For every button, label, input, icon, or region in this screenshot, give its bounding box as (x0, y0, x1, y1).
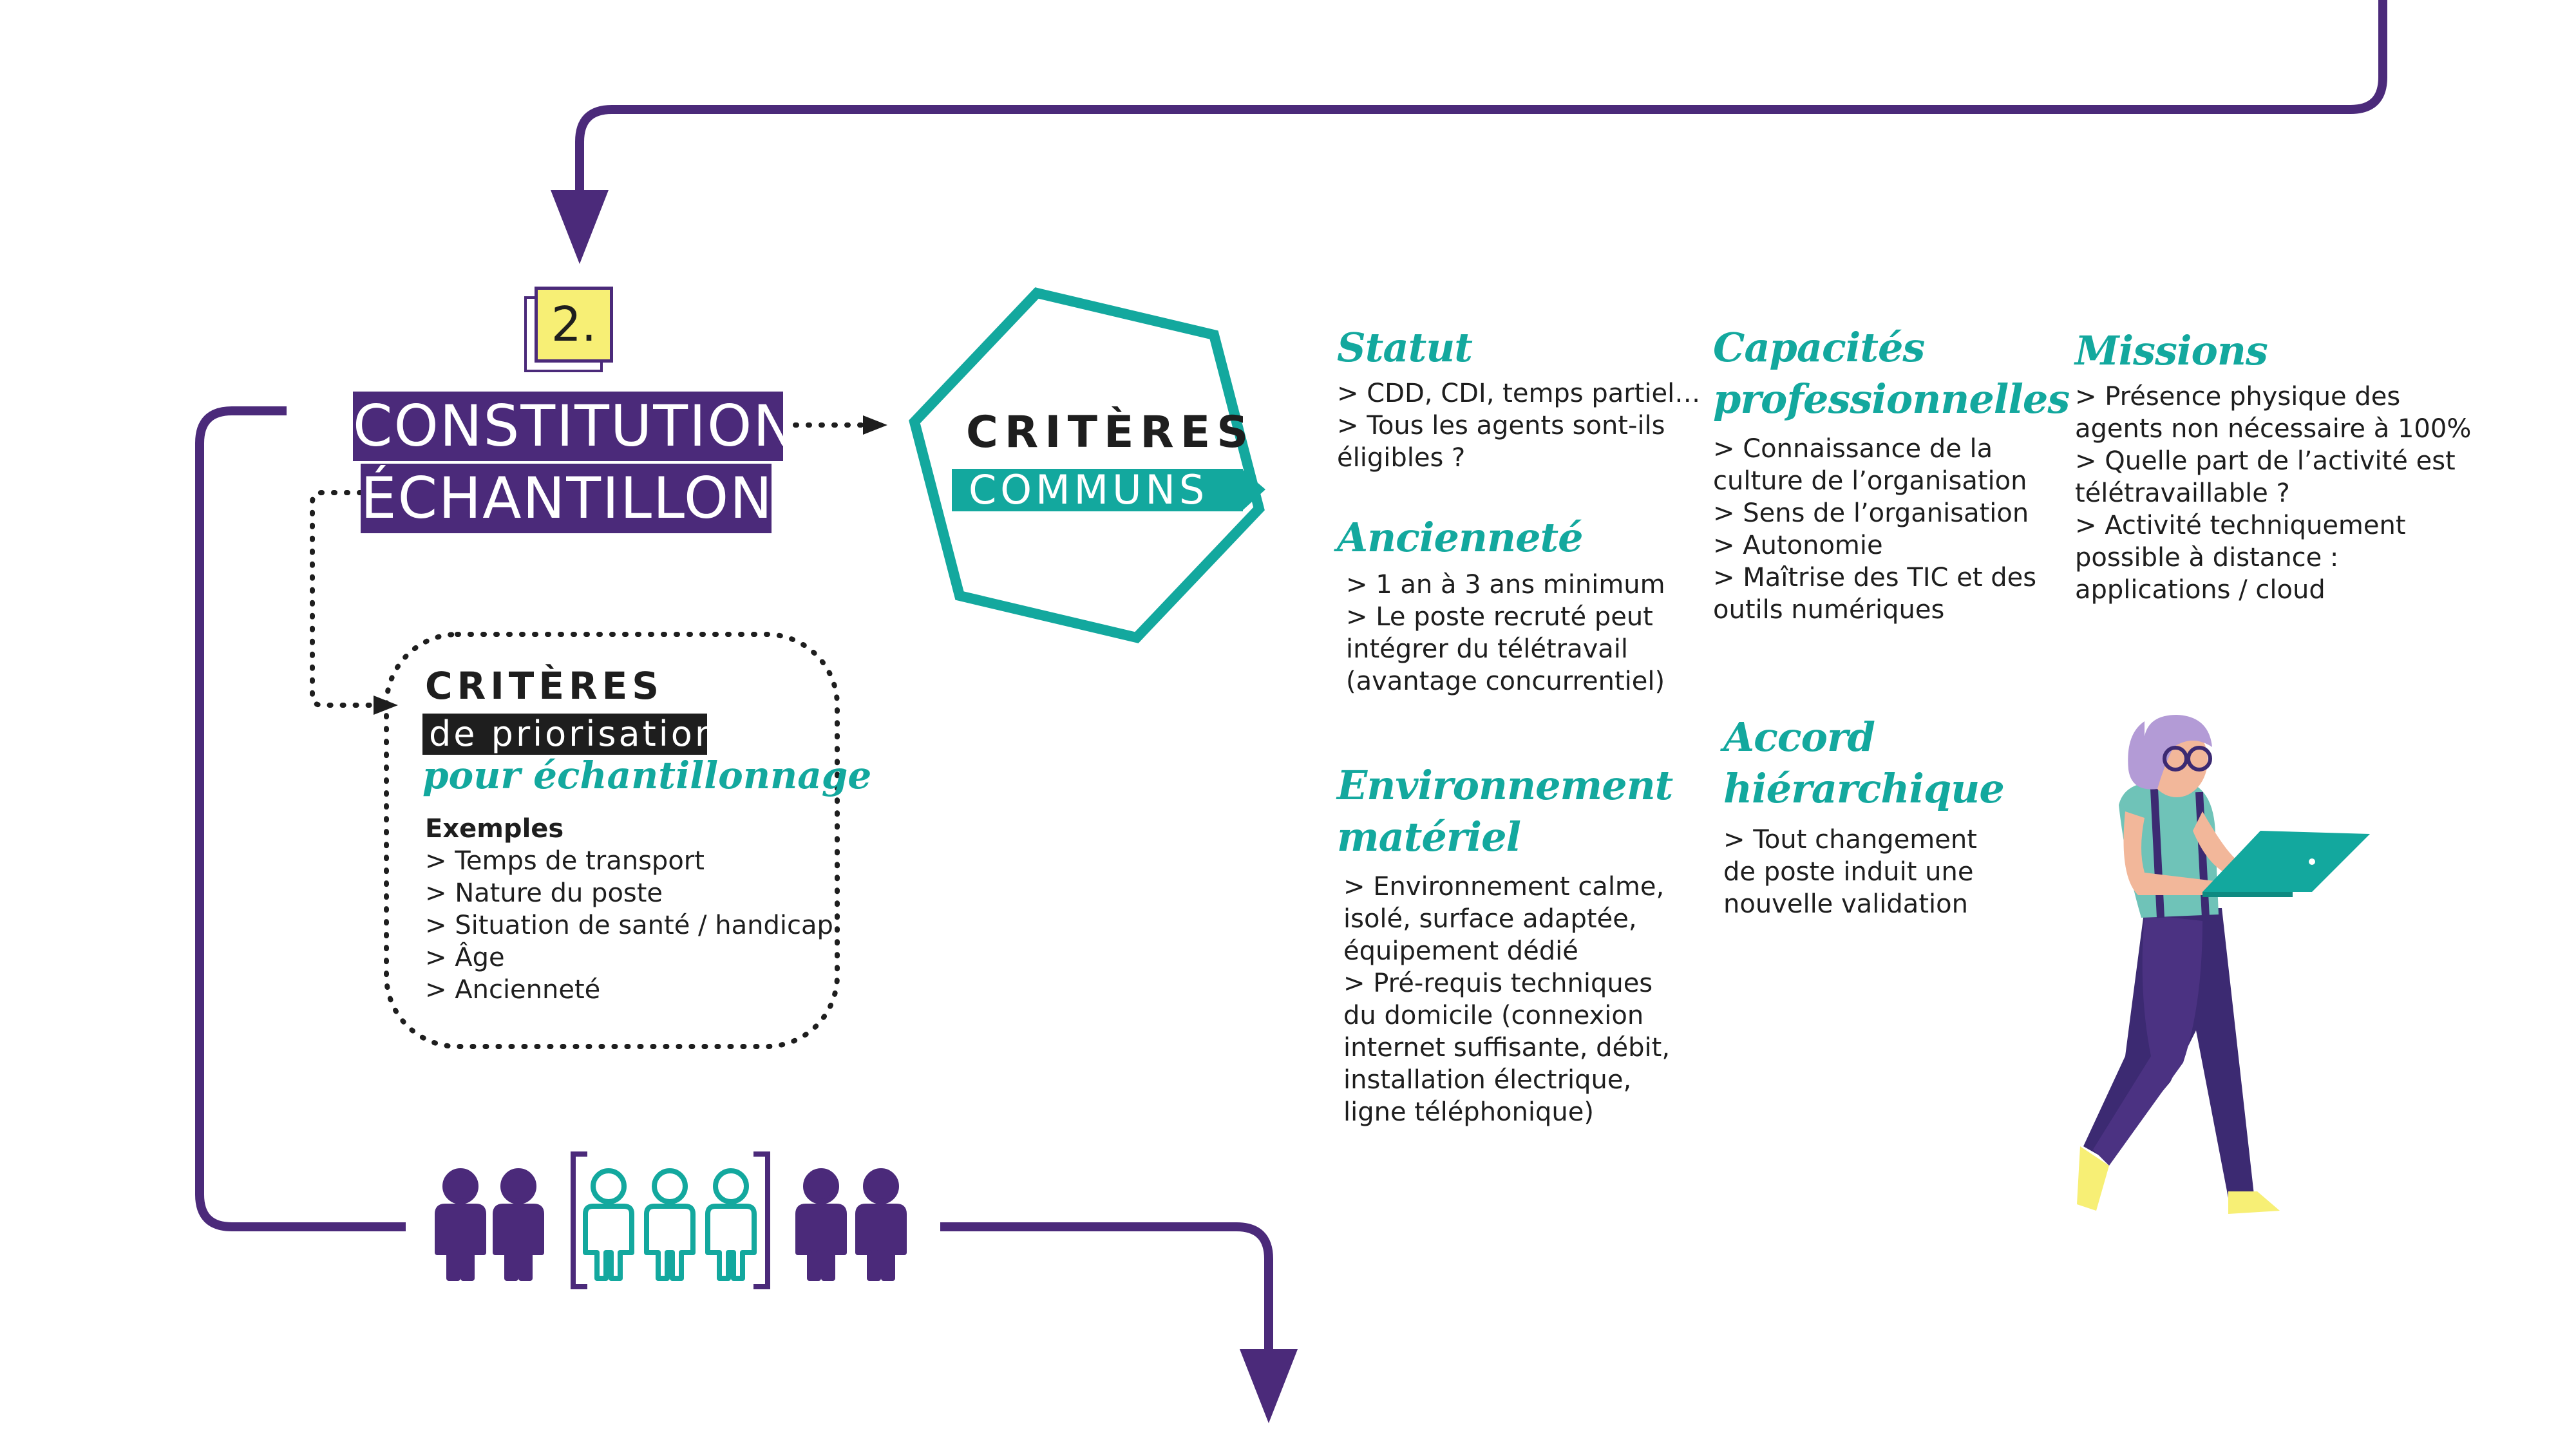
criterion-line: ligne téléphonique) (1343, 1097, 1594, 1127)
person-selected-icon (583, 1168, 634, 1281)
communs-hexagon (909, 287, 1265, 643)
example-item: > Temps de transport (425, 846, 705, 876)
criterion-line: > Quelle part de l’activité est (2075, 446, 2456, 476)
criterion-line: > Autonomie (1713, 531, 1883, 560)
criterion-title: Accord (1723, 714, 1875, 761)
bottom-flow-line (940, 1222, 1273, 1352)
example-item: > Situation de santé / handicap (425, 911, 833, 940)
priorisation-title: CRITÈRES (425, 664, 664, 708)
criterion-line: culture de l’organisation (1713, 466, 2027, 496)
criterion-line: > CDD, CDI, temps partiel… (1337, 379, 1701, 408)
criterion-line: > Le poste recruté peut (1346, 602, 1653, 632)
communs-subtitle: COMMUNS (952, 469, 1243, 511)
criterion-line: intégrer du télétravail (1346, 634, 1629, 664)
criterion-title: Statut (1337, 324, 1473, 371)
criterion-title: hiérarchique (1723, 765, 2005, 812)
dotted-connector-priorisation (310, 490, 376, 708)
criterion-line: > Sens de l’organisation (1713, 498, 2029, 528)
criterion-title: professionnelles (1713, 375, 2070, 422)
criterion-line: > Connaissance de la (1713, 434, 1993, 464)
criterion-title: Missions (2075, 327, 2268, 374)
step-title-line1: CONSTITUTION (353, 392, 795, 461)
step-title-line2: ÉCHANTILLON (361, 464, 772, 533)
communs-title: CRITÈRES (966, 407, 1255, 458)
criterion-title: Environnement (1337, 762, 1673, 809)
criterion-line: isolé, surface adaptée, (1343, 904, 1637, 934)
criterion-line: > Maîtrise des TIC et des (1713, 563, 2037, 592)
example-item: > Nature du poste (425, 878, 663, 908)
criterion-line: > Présence physique des (2075, 382, 2401, 412)
top-flow-line (575, 0, 2387, 198)
criterion-line: applications / cloud (2075, 575, 2325, 605)
criterion-line: équipement dédié (1343, 936, 1578, 966)
criterion-line: du domicile (connexion (1343, 1001, 1644, 1030)
criterion-line: internet suffisante, débit, (1343, 1033, 1671, 1063)
person-icon (855, 1168, 907, 1281)
people-group (435, 1168, 907, 1281)
person-icon (435, 1168, 486, 1281)
criterion-line: télétravaillable ? (2075, 478, 2290, 508)
bottom-arrowhead (1240, 1349, 1298, 1423)
left-flow-line (195, 406, 406, 1231)
step-number-box (535, 287, 613, 363)
selection-brackets (571, 1151, 770, 1289)
priorisation-box (384, 632, 840, 1049)
criterion-line: possible à distance : (2075, 543, 2339, 573)
criterion-title: Ancienneté (1337, 514, 1584, 561)
person-icon (795, 1168, 847, 1281)
criterion-anciennete: Ancienneté > 1 an à 3 ans minimum > Le p… (1337, 512, 1665, 697)
criterion-title: Capacités (1713, 324, 1925, 371)
step-number: 2. (551, 297, 597, 352)
communs-bar-arrow (1243, 470, 1265, 510)
criterion-line: outils numériques (1713, 595, 1945, 625)
criterion-line: (avantage concurrentiel) (1346, 667, 1665, 696)
criterion-line: > Tous les agents sont-ils (1337, 411, 1665, 440)
criterion-line: installation électrique, (1343, 1065, 1632, 1095)
criterion-line: > Tout changement (1723, 825, 1977, 855)
example-item: > Âge (425, 943, 505, 972)
criterion-line: > Pré-requis techniques (1343, 969, 1653, 998)
person-selected-icon (644, 1168, 696, 1281)
priorisation-examples-label: Exemples (425, 814, 564, 844)
criterion-line: nouvelle validation (1723, 889, 1968, 919)
priorisation-bar: de priorisation (422, 714, 717, 755)
priorisation-examples: > Temps de transport > Nature du poste >… (425, 845, 833, 1006)
top-arrowhead (551, 190, 609, 264)
criterion-environnement: Environnement matériel > Environnement c… (1337, 760, 1673, 1128)
criterion-statut: Statut > CDD, CDI, temps partiel… > Tous… (1337, 322, 1700, 474)
dotted-arrowhead-communs (863, 415, 887, 435)
criterion-title: matériel (1337, 813, 1521, 860)
person-icon (493, 1168, 544, 1281)
criterion-line: > Environnement calme, (1343, 872, 1665, 902)
criterion-capacites: Capacités professionnelles > Connaissanc… (1713, 322, 2070, 626)
criterion-line: agents non nécessaire à 100% (2075, 414, 2472, 444)
example-item: > Ancienneté (425, 975, 601, 1005)
person-selected-icon (705, 1168, 757, 1281)
priorisation-subtitle: pour échantillonnage (422, 753, 872, 797)
teleworker-illustration (2077, 715, 2370, 1214)
criterion-accord: Accord hiérarchique > Tout changement de… (1723, 712, 2005, 920)
criterion-line: éligibles ? (1337, 443, 1466, 473)
criterion-line: > Activité techniquement (2075, 511, 2406, 540)
criterion-line: de poste induit une (1723, 857, 1974, 887)
criterion-line: > 1 an à 3 ans minimum (1346, 570, 1665, 600)
criterion-missions: Missions > Présence physique des agents … (2075, 325, 2471, 606)
